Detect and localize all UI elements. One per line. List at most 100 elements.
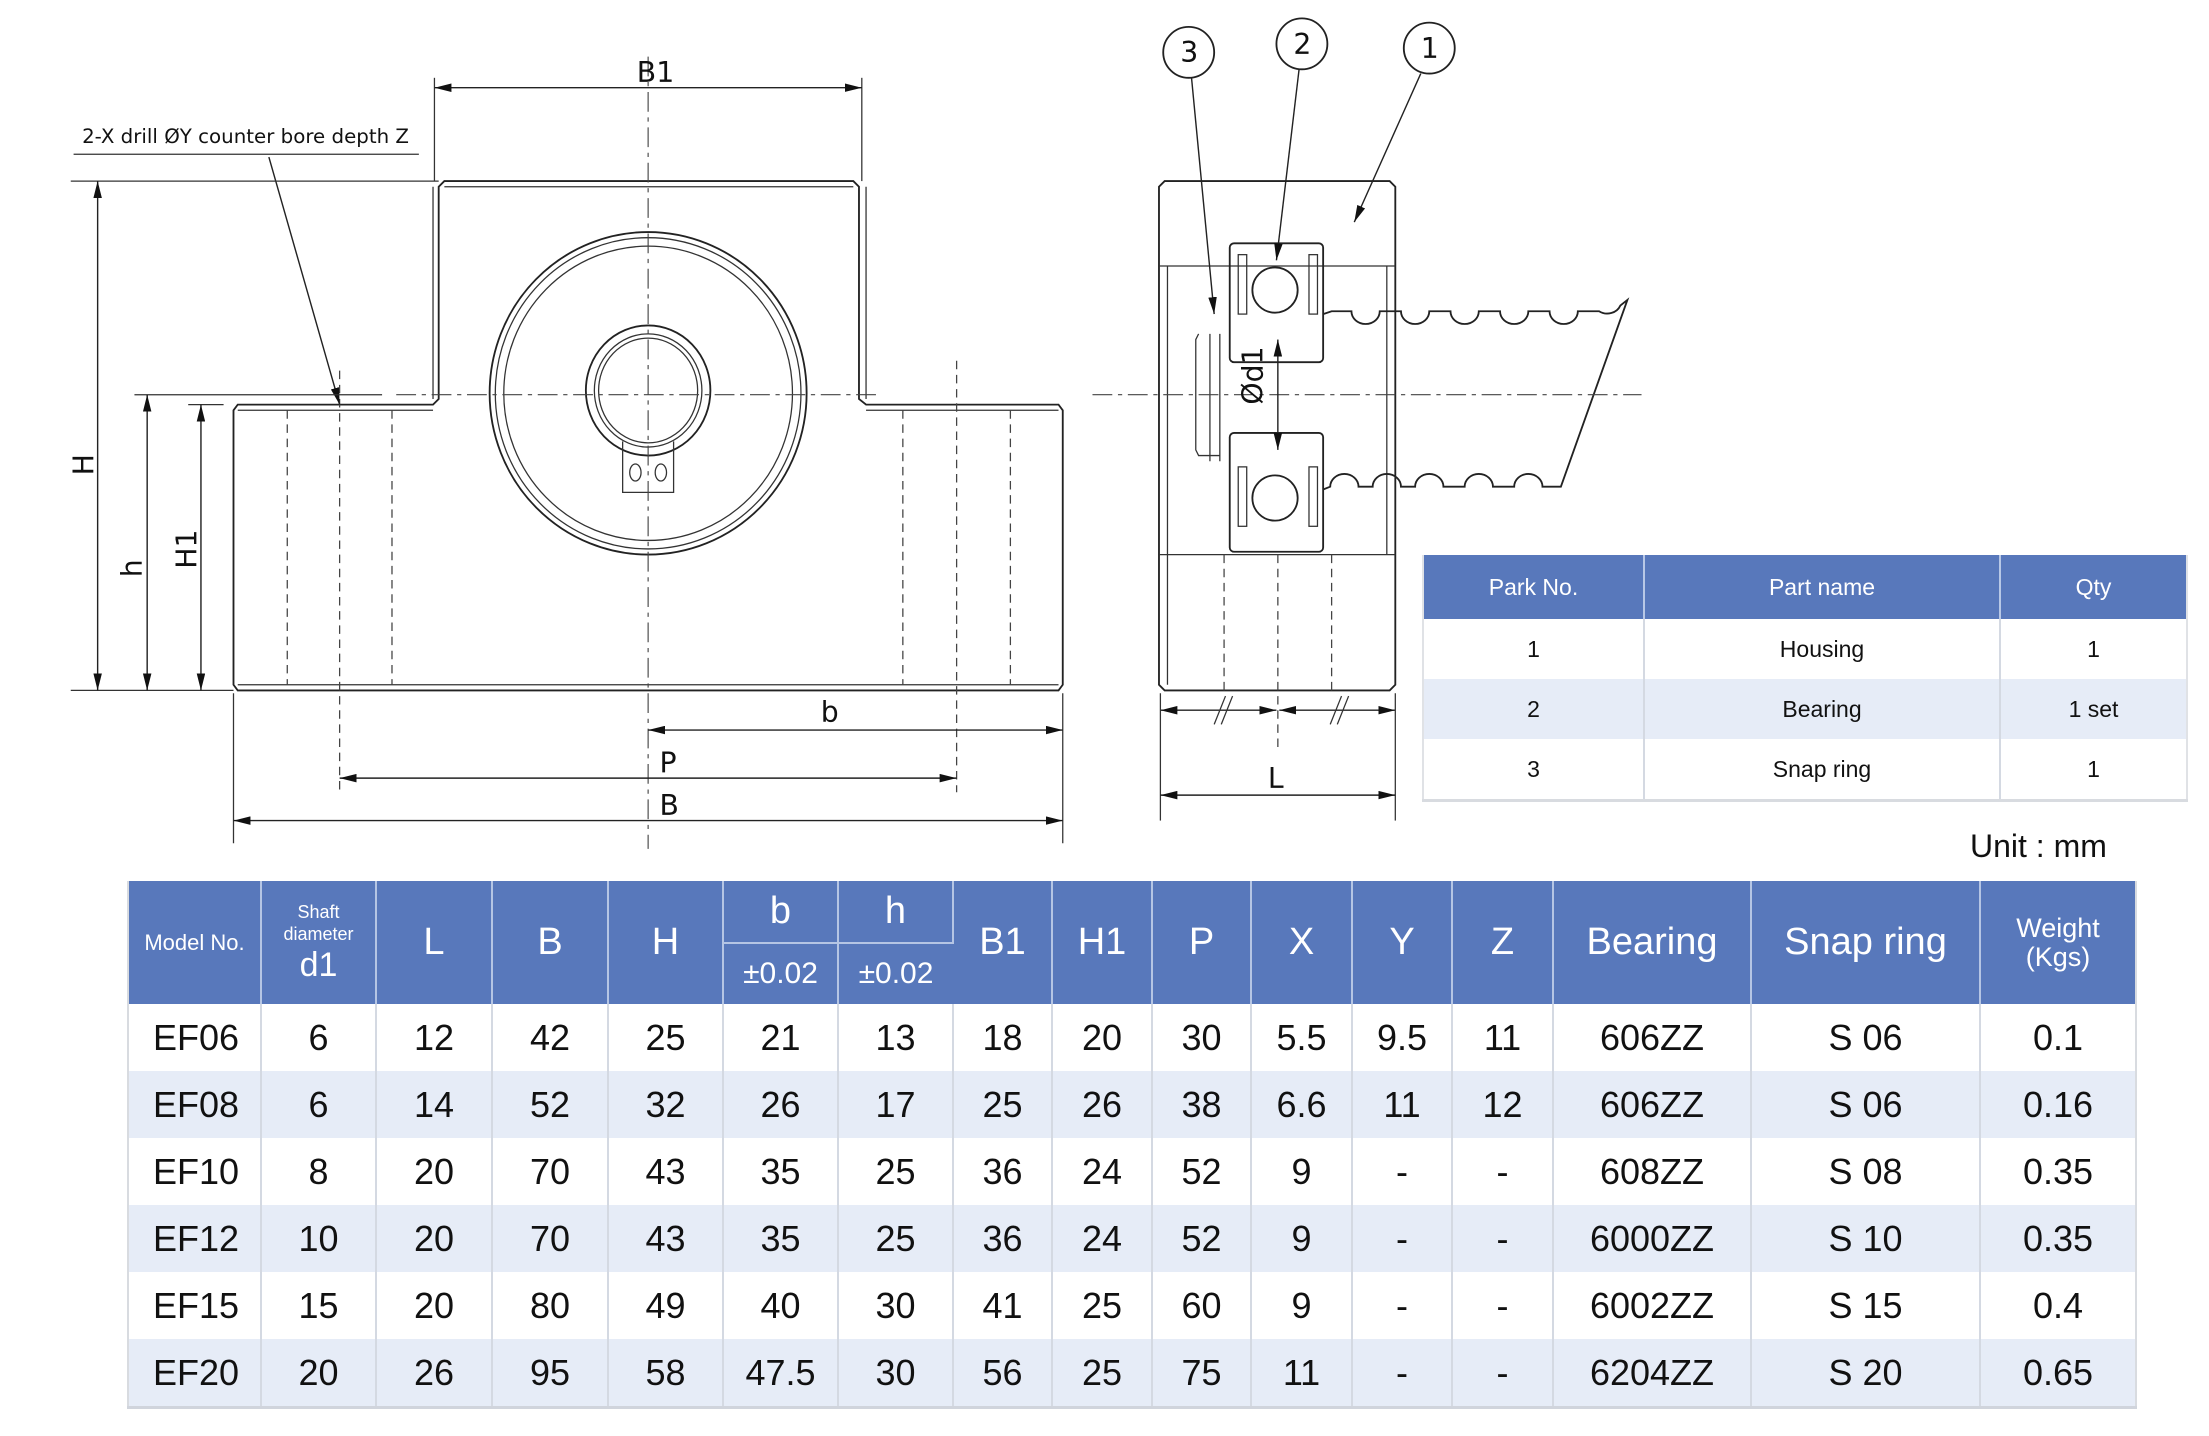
cell-H: 43 [608, 1138, 724, 1205]
cell-H: 43 [608, 1205, 724, 1272]
parts-row: 1 Housing 1 [1423, 619, 2187, 679]
svg-text:3: 3 [1180, 36, 1198, 69]
cell-H1: 25 [1052, 1339, 1153, 1408]
cell-P: 75 [1152, 1339, 1252, 1408]
header-part-no: Park No. [1423, 555, 1645, 619]
cell-Z: 11 [1452, 1004, 1554, 1071]
part-name: Snap ring [1644, 739, 2001, 801]
cell-h: 25 [838, 1138, 954, 1205]
cell-shaft-d1: 8 [261, 1138, 377, 1205]
cell-weight: 0.4 [2032, 1284, 2084, 1326]
dim-label-d1: Ød1 [1236, 346, 1269, 404]
cell-H: 32 [608, 1071, 724, 1138]
header-H1: H1 [1052, 881, 1153, 1004]
cell-B1: 36 [953, 1205, 1053, 1272]
part-qty: 1 set [2000, 679, 2187, 739]
header-weight-line1: Weight [2016, 912, 2100, 943]
cell-P: 52 [1152, 1205, 1252, 1272]
side-view: Ød1 L 3 2 1 [1092, 17, 1642, 821]
cell-bearing: 606ZZ [1553, 1071, 1752, 1138]
header-shaft-line1: Shaft [297, 901, 340, 922]
cell-H: 25 [608, 1004, 724, 1071]
cell-L: 20 [376, 1138, 493, 1205]
cell-P: 60 [1152, 1272, 1252, 1339]
cell-b: 26 [723, 1071, 839, 1138]
cell-bearing: 606ZZ [1553, 1004, 1752, 1071]
cell-B: 80 [492, 1272, 609, 1339]
part-no: 3 [1423, 739, 1645, 801]
cell-model: EF15 [128, 1272, 262, 1339]
cell-b: 47.5 [723, 1339, 839, 1408]
cell-B1: 36 [953, 1138, 1053, 1205]
cell-L: 14 [376, 1071, 493, 1138]
cell-b: 40 [723, 1272, 839, 1339]
cell-h: 25 [838, 1205, 954, 1272]
header-b: b [723, 881, 839, 943]
parts-row: 2 Bearing 1 set [1423, 679, 2187, 739]
part-qty: 1 [2087, 635, 2100, 662]
cell-model: EF20 [128, 1339, 262, 1408]
header-Y: Y [1352, 881, 1453, 1004]
cell-b: 35 [723, 1205, 839, 1272]
part-name: Housing [1644, 619, 2001, 679]
header-h-tolerance: ±0.02 [838, 942, 953, 1004]
header-shaft-line2: diameter [283, 923, 354, 944]
cell-Z: - [1452, 1205, 1554, 1272]
part-qty: 1 [2087, 755, 2100, 782]
dim-label-B1: B1 [637, 56, 674, 89]
housing-side-outline [1158, 180, 1397, 692]
parts-row: 3 Snap ring 1 [1423, 739, 2187, 801]
housing-outline [232, 180, 1064, 692]
cell-B: 95 [492, 1339, 609, 1408]
ball-screw [1322, 297, 1630, 491]
cell-H1: 26 [1052, 1071, 1153, 1138]
cell-B1: 25 [953, 1071, 1053, 1138]
cell-H1: 24 [1052, 1138, 1153, 1205]
spec-table: Model No. Shaft diameter d1 L B H b h B1… [127, 881, 2137, 1409]
cell-B: 70 [492, 1138, 609, 1205]
spec-header-row-2: ±0.02 ±0.02 [128, 942, 2136, 1004]
cell-h: 30 [838, 1339, 954, 1408]
cell-snap-ring: S 06 [1751, 1004, 1981, 1071]
cell-L: 20 [376, 1272, 493, 1339]
cell-h: 13 [838, 1004, 954, 1071]
cell-model: EF06 [128, 1004, 262, 1071]
cell-shaft-d1: 20 [261, 1339, 377, 1408]
cell-X: 5.5 [1251, 1004, 1353, 1071]
cell-Y: - [1352, 1138, 1453, 1205]
cell-b: 35 [723, 1138, 839, 1205]
cell-bearing: 6002ZZ [1553, 1272, 1752, 1339]
cell-weight: 0.35 [2022, 1150, 2094, 1192]
cell-Z: - [1452, 1339, 1554, 1408]
cell-shaft-d1: 10 [261, 1205, 377, 1272]
header-part-name: Part name [1644, 555, 2001, 619]
header-h: h [838, 881, 954, 943]
cell-B1: 41 [953, 1272, 1053, 1339]
cell-Y: - [1352, 1272, 1453, 1339]
cell-L: 26 [376, 1339, 493, 1408]
dim-label-L: L [1268, 762, 1284, 795]
dim-label-P: P [659, 746, 676, 779]
cell-H: 49 [608, 1272, 724, 1339]
cell-snap-ring: S 10 [1751, 1205, 1981, 1272]
part-no: 2 [1423, 679, 1645, 739]
svg-text:2: 2 [1293, 28, 1311, 61]
cell-B: 70 [492, 1205, 609, 1272]
cell-L: 20 [376, 1205, 493, 1272]
parts-table: Park No. Part name Qty 1 Housing 1 2 Bea… [1422, 555, 2188, 802]
cell-Y: - [1352, 1205, 1453, 1272]
cell-snap-ring: S 15 [1751, 1272, 1981, 1339]
cell-b: 21 [723, 1004, 839, 1071]
cell-snap-ring: S 08 [1751, 1138, 1981, 1205]
cell-X: 11 [1251, 1339, 1353, 1408]
cell-weight: 0.16 [1980, 1071, 2136, 1138]
cell-weight: 0.35 [1980, 1205, 2136, 1272]
front-view: 2-X drill ØY counter bore depth Z B1 H h… [67, 56, 1064, 849]
balloon-1: 1 [1353, 21, 1456, 223]
part-name: Bearing [1644, 679, 2001, 739]
